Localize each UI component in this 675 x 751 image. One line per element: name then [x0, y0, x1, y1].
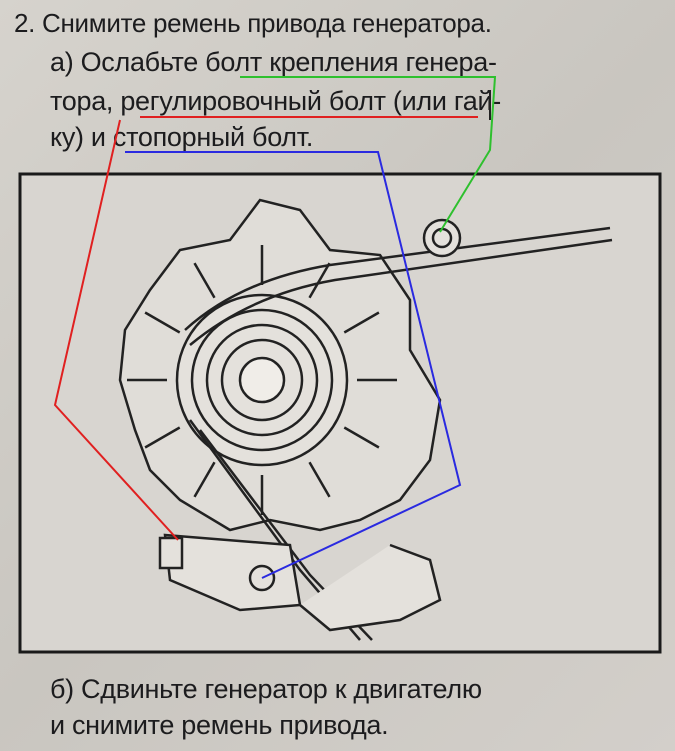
mounting-bolt [422, 218, 462, 258]
step-heading: 2. Снимите ремень привода генератора. [14, 8, 492, 38]
cooling-fin [308, 461, 331, 498]
step-a-line-1: а) Ослабьте болт крепления генера- [50, 47, 497, 77]
cooling-fin [193, 262, 216, 299]
mounting-bolt-pointer [240, 76, 497, 233]
step-b-line-2: и снимите ремень привода. [50, 710, 389, 740]
alternator-body [118, 198, 442, 532]
cooling-fin [343, 311, 380, 334]
step-a-line-2: тора, регулировочный болт (или гай- [50, 86, 501, 116]
step-a-line-3: ку) и стопорный болт. [50, 122, 314, 152]
adjusting-bolt-pointer-lead [53, 119, 179, 541]
step-b-line-1: б) Сдвиньте генератор к двигателю [50, 674, 482, 704]
cooling-fin [144, 311, 181, 334]
cooling-fin [144, 426, 181, 449]
cooling-fin [343, 426, 380, 449]
cooling-fin [193, 461, 216, 498]
adjusting-bracket [158, 533, 442, 632]
cooling-fin [308, 262, 331, 299]
lock-bolt-pointer [125, 151, 462, 579]
